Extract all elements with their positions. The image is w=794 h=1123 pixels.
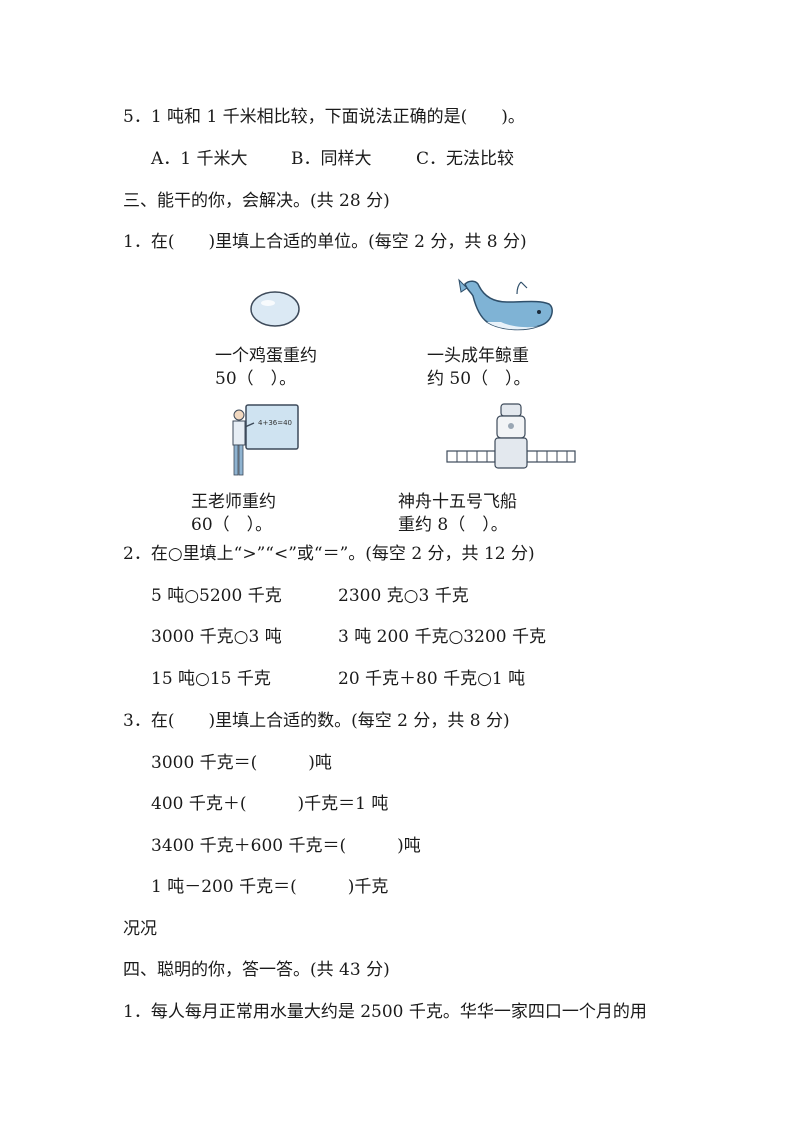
shenzhou-spacecraft-picture [446, 403, 576, 469]
stray-text: 况况 [123, 919, 157, 939]
teacher-caption-line1: 王老师重约 [191, 492, 276, 512]
section-3-title: 三、能干的你，会解决。(共 28 分) [123, 191, 390, 211]
spaceship-caption-line1: 神舟十五号飞船 [398, 492, 517, 512]
teacher-at-blackboard-picture: 4+36=40 [232, 404, 299, 476]
blackboard-equation: 4+36=40 [258, 419, 292, 427]
q5-option-b: B．同样大 [291, 149, 372, 169]
s3-q2-stem: 2．在○里填上“>”“<”或“＝”。(每空 2 分，共 12 分) [123, 544, 535, 564]
s3-q1-stem: 1．在( )里填上合适的单位。(每空 2 分，共 8 分) [123, 232, 527, 252]
s3-q2-item: 3 吨 200 千克○3200 千克 [338, 627, 546, 647]
s3-q2-item: 5 吨○5200 千克 [151, 586, 282, 606]
whale-caption-line1: 一头成年鲸重 [427, 346, 529, 366]
whale-caption-line2: 约 50（ ）。 [427, 369, 531, 389]
section-4-title: 四、聪明的你，答一答。(共 43 分) [123, 960, 390, 980]
whale-picture [458, 278, 553, 331]
egg-picture [250, 291, 300, 327]
q5-option-a: A．1 千米大 [151, 149, 248, 169]
s3-q3-line: 3400 千克＋600 千克＝( )吨 [151, 836, 421, 856]
s3-q3-line: 3000 千克＝( )吨 [151, 753, 332, 773]
q5-option-c: C．无法比较 [416, 149, 515, 169]
spaceship-caption-line2: 重约 8（ ）。 [398, 515, 508, 535]
egg-caption-line2: 50（ ）。 [215, 369, 297, 389]
s3-q2-item: 3000 千克○3 吨 [151, 627, 282, 647]
s3-q2-item: 2300 克○3 千克 [338, 586, 469, 606]
egg-caption-line1: 一个鸡蛋重约 [215, 346, 317, 366]
s3-q2-item: 20 千克＋80 千克○1 吨 [338, 669, 526, 689]
s3-q3-line: 1 吨－200 千克＝( )千克 [151, 877, 389, 897]
s3-q3-stem: 3．在( )里填上合适的数。(每空 2 分，共 8 分) [123, 711, 510, 731]
s4-q1-stem: 1．每人每月正常用水量大约是 2500 千克。华华一家四口一个月的用 [123, 1002, 647, 1022]
s3-q3-line: 400 千克＋( )千克＝1 吨 [151, 794, 389, 814]
teacher-caption-line2: 60（ ）。 [191, 515, 273, 535]
s3-q2-item: 15 吨○15 千克 [151, 669, 271, 689]
q5-stem: 5．1 吨和 1 千米相比较，下面说法正确的是( )。 [123, 107, 525, 127]
